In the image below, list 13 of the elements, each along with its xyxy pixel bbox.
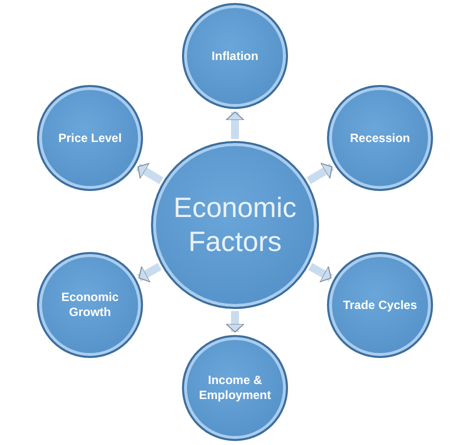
central-title: Economic Factors [172,191,298,259]
arrow [226,112,244,139]
factor-label: Economic Growth [60,290,120,320]
factor-label: Recession [350,130,410,146]
arrow [136,162,164,184]
factor-label: Price Level [58,130,122,146]
factor-label: Income & Employment [198,373,272,403]
arrow [306,162,334,184]
arrow [226,311,244,332]
factor-label: Trade Cycles [342,298,418,312]
arrow [308,263,333,282]
arrow [137,263,162,282]
factor-label: Inflation [212,48,258,64]
